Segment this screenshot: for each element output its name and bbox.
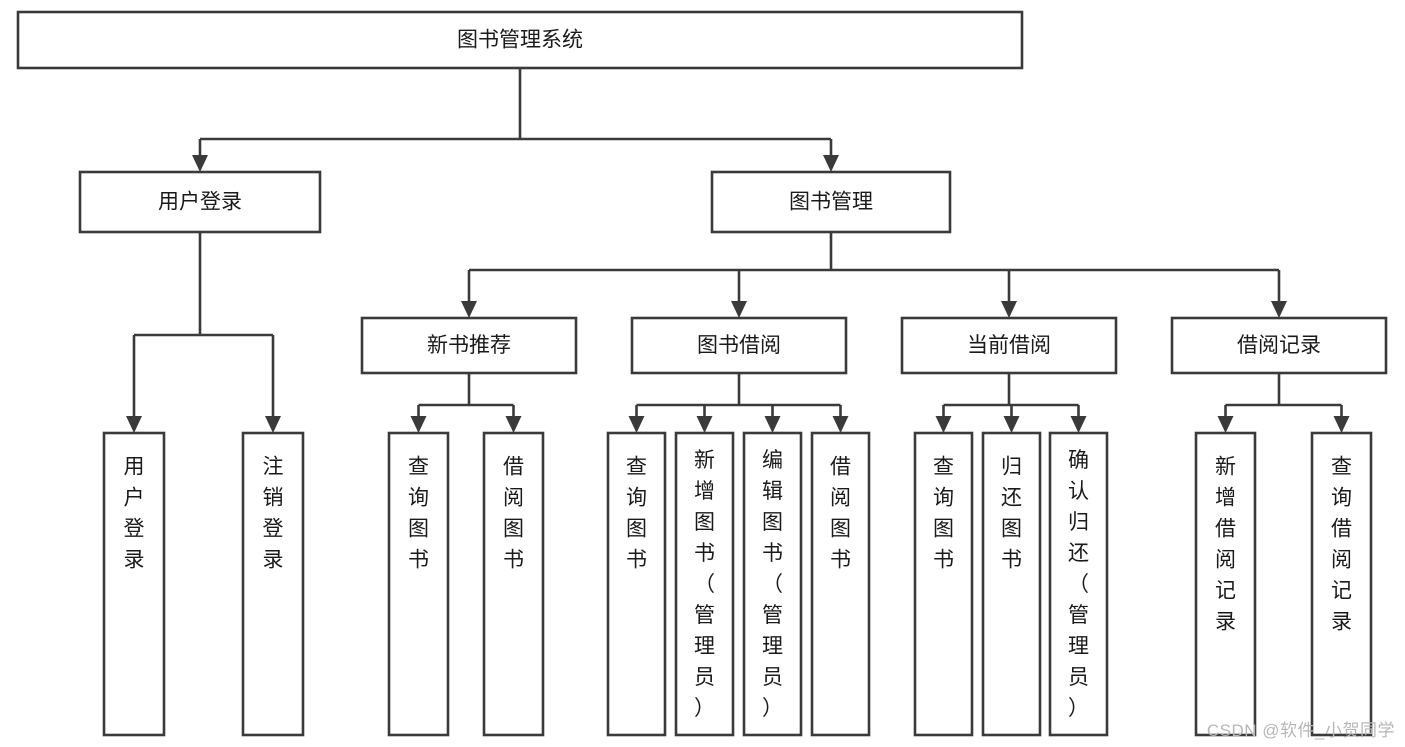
node-label-new-book-recommend: 新书推荐 bbox=[427, 334, 511, 357]
node-label-return-book: 归还图书 bbox=[1001, 455, 1022, 571]
arrow-query-borrow-record-arrowhead bbox=[1333, 416, 1350, 433]
arrow-new-book-recommend-arrowhead bbox=[461, 301, 477, 318]
arrow-user-login-arrowhead bbox=[192, 155, 208, 172]
node-label-edit-book: 编辑图书（管理员） bbox=[762, 449, 783, 720]
node-label-borrow-records: 借阅记录 bbox=[1237, 334, 1321, 357]
node-label-book-borrow: 图书借阅 bbox=[697, 334, 781, 357]
node-borrow-book-1[interactable]: 借阅图书 bbox=[482, 431, 545, 737]
node-borrow-records[interactable]: 借阅记录 bbox=[1170, 316, 1388, 375]
node-new-book-recommend[interactable]: 新书推荐 bbox=[360, 316, 578, 375]
node-box-confirm-return bbox=[1048, 431, 1109, 737]
node-add-book[interactable]: 新增图书（管理员） bbox=[674, 431, 735, 737]
node-label-add-borrow-record: 新增借阅记录 bbox=[1215, 455, 1236, 633]
node-user-logout[interactable]: 注销登录 bbox=[241, 431, 305, 737]
node-label-borrow-book-1: 借阅图书 bbox=[503, 455, 524, 571]
node-box-current-borrow bbox=[900, 316, 1118, 375]
node-box-query-book-3 bbox=[913, 431, 974, 737]
node-query-borrow-record[interactable]: 查询借阅记录 bbox=[1310, 431, 1373, 737]
arrow-query-book-2-arrowhead bbox=[628, 416, 645, 433]
node-label-current-borrow: 当前借阅 bbox=[967, 334, 1051, 357]
node-edit-book[interactable]: 编辑图书（管理员） bbox=[742, 431, 803, 737]
node-box-edit-book bbox=[742, 431, 803, 737]
arrow-current-borrow-arrowhead bbox=[1001, 301, 1017, 318]
node-confirm-return[interactable]: 确认归还（管理员） bbox=[1048, 431, 1109, 737]
node-label-query-book-2: 查询图书 bbox=[626, 455, 647, 571]
node-borrow-book-2[interactable]: 借阅图书 bbox=[810, 431, 871, 737]
node-box-add-book bbox=[674, 431, 735, 737]
node-query-book-2[interactable]: 查询图书 bbox=[606, 431, 667, 737]
node-label-root: 图书管理系统 bbox=[457, 29, 583, 52]
arrow-borrow-records-arrowhead bbox=[1271, 301, 1287, 318]
arrow-add-borrow-record-arrowhead bbox=[1217, 416, 1234, 433]
arrow-book-borrow-arrowhead bbox=[731, 301, 747, 318]
node-label-query-borrow-record: 查询借阅记录 bbox=[1331, 455, 1352, 633]
arrow-user-logout-arrowhead bbox=[265, 416, 281, 433]
arrow-user-login-do-arrowhead bbox=[126, 416, 142, 433]
node-query-book-3[interactable]: 查询图书 bbox=[913, 431, 974, 737]
node-label-user-login: 用户登录 bbox=[158, 191, 242, 214]
arrow-edit-book-arrowhead bbox=[764, 416, 781, 433]
node-user-login-do[interactable]: 用户登录 bbox=[102, 431, 166, 737]
node-label-query-book-1: 查询图书 bbox=[408, 455, 429, 571]
node-box-new-book-recommend bbox=[360, 316, 578, 375]
node-label-borrow-book-2: 借阅图书 bbox=[830, 455, 851, 571]
node-box-user-login bbox=[78, 170, 322, 234]
connectors-layer bbox=[126, 68, 1350, 433]
node-label-confirm-return: 确认归还（管理员） bbox=[1068, 449, 1089, 720]
node-return-book[interactable]: 归还图书 bbox=[981, 431, 1042, 737]
node-label-query-book-3: 查询图书 bbox=[933, 455, 954, 571]
node-box-return-book bbox=[981, 431, 1042, 737]
arrow-add-book-arrowhead bbox=[696, 416, 713, 433]
arrow-query-book-3-arrowhead bbox=[935, 416, 952, 433]
node-label-user-login-do: 用户登录 bbox=[124, 455, 145, 571]
node-book-manage[interactable]: 图书管理 bbox=[710, 170, 952, 234]
node-box-user-login-do bbox=[102, 431, 166, 737]
node-box-book-borrow bbox=[630, 316, 848, 375]
node-box-query-book-1 bbox=[387, 431, 450, 737]
arrow-borrow-book-2-arrowhead bbox=[832, 416, 849, 433]
arrow-borrow-book-1-arrowhead bbox=[505, 416, 522, 433]
node-add-borrow-record[interactable]: 新增借阅记录 bbox=[1194, 431, 1257, 737]
node-user-login[interactable]: 用户登录 bbox=[78, 170, 322, 234]
node-box-query-borrow-record bbox=[1310, 431, 1373, 737]
node-box-root bbox=[16, 10, 1024, 70]
node-box-borrow-book-2 bbox=[810, 431, 871, 737]
node-label-user-logout: 注销登录 bbox=[263, 455, 284, 571]
node-current-borrow[interactable]: 当前借阅 bbox=[900, 316, 1118, 375]
node-box-user-logout bbox=[241, 431, 305, 737]
arrow-return-book-arrowhead bbox=[1003, 416, 1020, 433]
arrow-book-manage-arrowhead bbox=[823, 155, 839, 172]
node-box-borrow-book-1 bbox=[482, 431, 545, 737]
node-query-book-1[interactable]: 查询图书 bbox=[387, 431, 450, 737]
node-root[interactable]: 图书管理系统 bbox=[16, 10, 1024, 70]
node-book-borrow[interactable]: 图书借阅 bbox=[630, 316, 848, 375]
node-label-add-book: 新增图书（管理员） bbox=[694, 449, 715, 720]
node-box-add-borrow-record bbox=[1194, 431, 1257, 737]
csdn-watermark: CSDN @软件_小贺同学 bbox=[1206, 721, 1395, 740]
arrow-query-book-1-arrowhead bbox=[410, 416, 427, 433]
node-box-borrow-records bbox=[1170, 316, 1388, 375]
arrow-confirm-return-arrowhead bbox=[1070, 416, 1087, 433]
node-box-book-manage bbox=[710, 170, 952, 234]
node-box-query-book-2 bbox=[606, 431, 667, 737]
node-label-book-manage: 图书管理 bbox=[789, 191, 873, 214]
